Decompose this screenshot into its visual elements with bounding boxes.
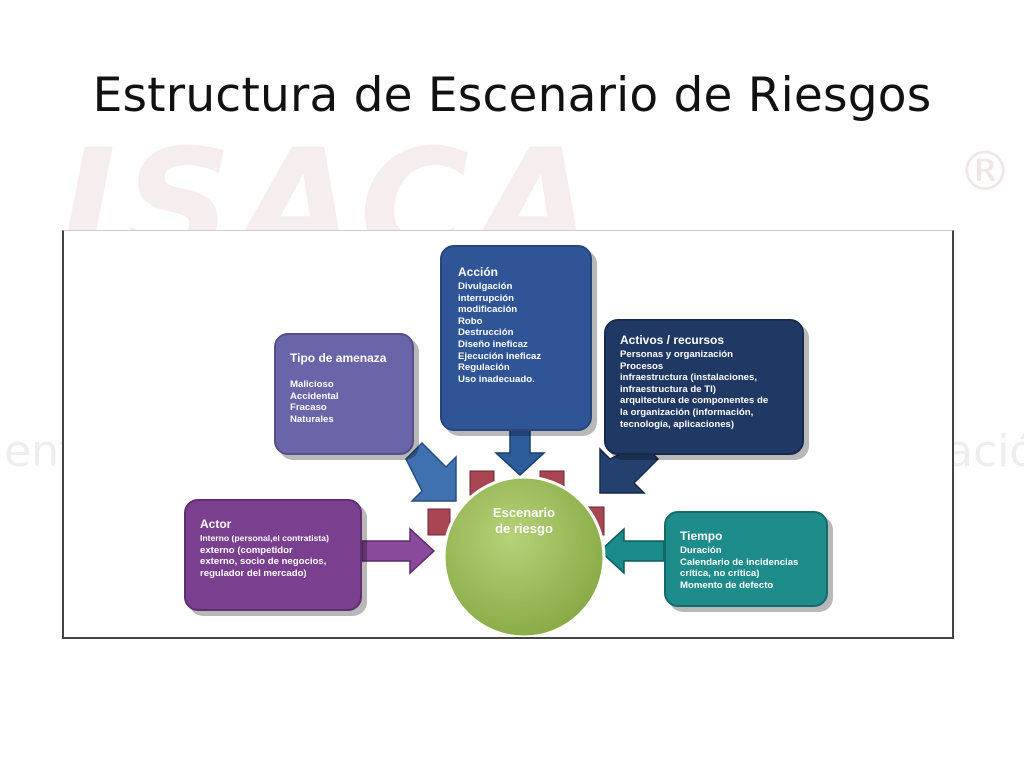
slide-title: Estructura de Escenario de Riesgos xyxy=(92,68,932,123)
box-activos-title: Activos / recursos xyxy=(620,333,725,347)
box-accion-item: Robo xyxy=(458,315,483,327)
box-activos-item: infraestructura (instalaciones, xyxy=(620,372,758,384)
watermark-right-text: ació xyxy=(946,426,1024,477)
box-activos-item: Procesos xyxy=(620,360,664,372)
box-accion-title: Acción xyxy=(458,265,499,279)
arrow-tipo-amenaza xyxy=(405,441,457,502)
box-accion-item: Divulgación xyxy=(458,281,513,292)
box-tiempo-item: crítica, no crítica) xyxy=(680,568,760,580)
box-activos-item: infraestructura de TI) xyxy=(620,383,716,395)
box-accion-item: Diseño ineficaz xyxy=(458,338,528,350)
arrow-activos xyxy=(599,442,660,494)
scenario-label-line2: de riesgo xyxy=(495,521,553,536)
box-actor-title: Actor xyxy=(200,517,232,531)
diagram-frame: Acción Divulgación interrupción modifica… xyxy=(62,230,954,639)
box-accion-item: Uso inadecuado. xyxy=(458,373,535,385)
scenario-circle xyxy=(442,475,606,637)
arrow-tiempo xyxy=(598,527,665,575)
box-activos-item: tecnología, aplicaciones) xyxy=(620,418,735,430)
box-activos-item: la organización (información, xyxy=(620,406,754,418)
scenario-label-line1: Escenario xyxy=(492,505,556,520)
box-tiempo-item: Calendario de incidencias xyxy=(680,556,799,568)
connector-square xyxy=(427,508,451,536)
box-tipo-amenaza-item: Malicioso xyxy=(290,379,334,390)
box-actor-item: Interno (personal,el contratista) xyxy=(200,533,329,543)
box-tipo-amenaza-item: Fracaso xyxy=(290,402,327,414)
box-tiempo-item: Duración xyxy=(680,545,722,556)
box-actor-item: regulador del mercado) xyxy=(200,567,307,579)
box-accion-item: Ejecución ineficaz xyxy=(458,350,542,362)
box-accion-item: Destrucción xyxy=(458,327,514,339)
arrow-accion xyxy=(494,428,546,477)
registered-mark: ® xyxy=(958,140,1012,203)
box-accion-item: interrupción xyxy=(458,292,514,304)
box-activos-item: Personas y organización xyxy=(620,349,734,360)
box-tipo-amenaza: Tipo de amenaza Malicioso Accidental Fra… xyxy=(274,333,414,455)
box-actor-item: externo (competidor xyxy=(200,544,293,556)
box-tipo-amenaza-title: Tipo de amenaza xyxy=(290,351,387,365)
box-activos-item: arquitectura de componentes de xyxy=(620,395,769,407)
box-actor-item: externo, socio de negocios, xyxy=(200,556,327,568)
box-tipo-amenaza-item: Accidental xyxy=(290,390,339,402)
box-tipo-amenaza-item: Naturales xyxy=(290,413,334,425)
diagram-graphics xyxy=(361,428,665,637)
box-actor: Actor Interno (personal,el contratista) … xyxy=(184,499,362,611)
scenario-label: Escenario de riesgo xyxy=(456,505,592,537)
box-accion: Acción Divulgación interrupción modifica… xyxy=(440,245,592,431)
box-tiempo-title: Tiempo xyxy=(680,529,723,543)
arrow-actor xyxy=(361,527,436,575)
box-tiempo-item: Momento de defecto xyxy=(680,579,774,591)
box-accion-item: modificación xyxy=(458,304,518,316)
box-accion-item: Regulación xyxy=(458,362,510,374)
box-tiempo: Tiempo Duración Calendario de incidencia… xyxy=(664,511,828,607)
box-activos-recursos: Activos / recursos Personas y organizaci… xyxy=(604,319,804,455)
